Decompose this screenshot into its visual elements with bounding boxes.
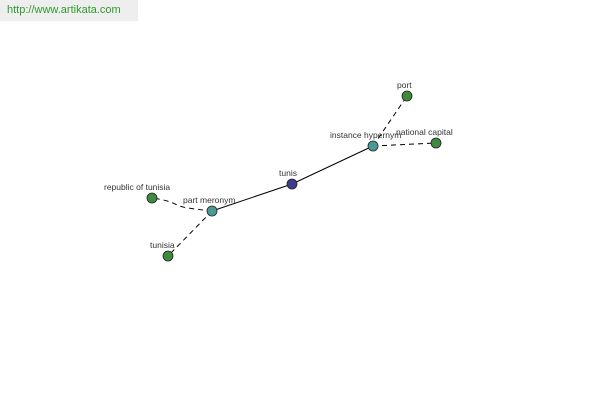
label-part-meronym[interactable]: part meronym [183,195,235,205]
node-tunisia[interactable] [162,250,174,262]
node-national-capital[interactable] [430,137,442,149]
label-instance-hypernym[interactable]: instance hypernym [330,130,401,140]
label-tunis[interactable]: tunis [279,168,297,178]
edge-instance-hypernym-national-capital [372,142,437,147]
node-instance-hypernym[interactable] [367,140,379,152]
edge-instance-hypernym-port [372,95,408,147]
label-republic-of-tunisia[interactable]: republic of tunisia [104,182,170,192]
edge-tunis-instance-hypernym [291,145,374,185]
watermark-url[interactable]: http://www.artikata.com [7,4,121,16]
label-tunisia[interactable]: tunisia [150,240,175,250]
node-republic-of-tunisia[interactable] [146,192,158,204]
node-port[interactable] [401,90,413,102]
label-national-capital[interactable]: national capital [396,127,453,137]
edge-tunis-part-meronym [211,183,293,212]
node-part-meronym[interactable] [206,205,218,217]
edge-part-meronym-tunisia [167,210,213,257]
node-tunis[interactable] [286,178,298,190]
watermark-banner: http://www.artikata.com [0,0,138,21]
label-port[interactable]: port [397,80,412,90]
